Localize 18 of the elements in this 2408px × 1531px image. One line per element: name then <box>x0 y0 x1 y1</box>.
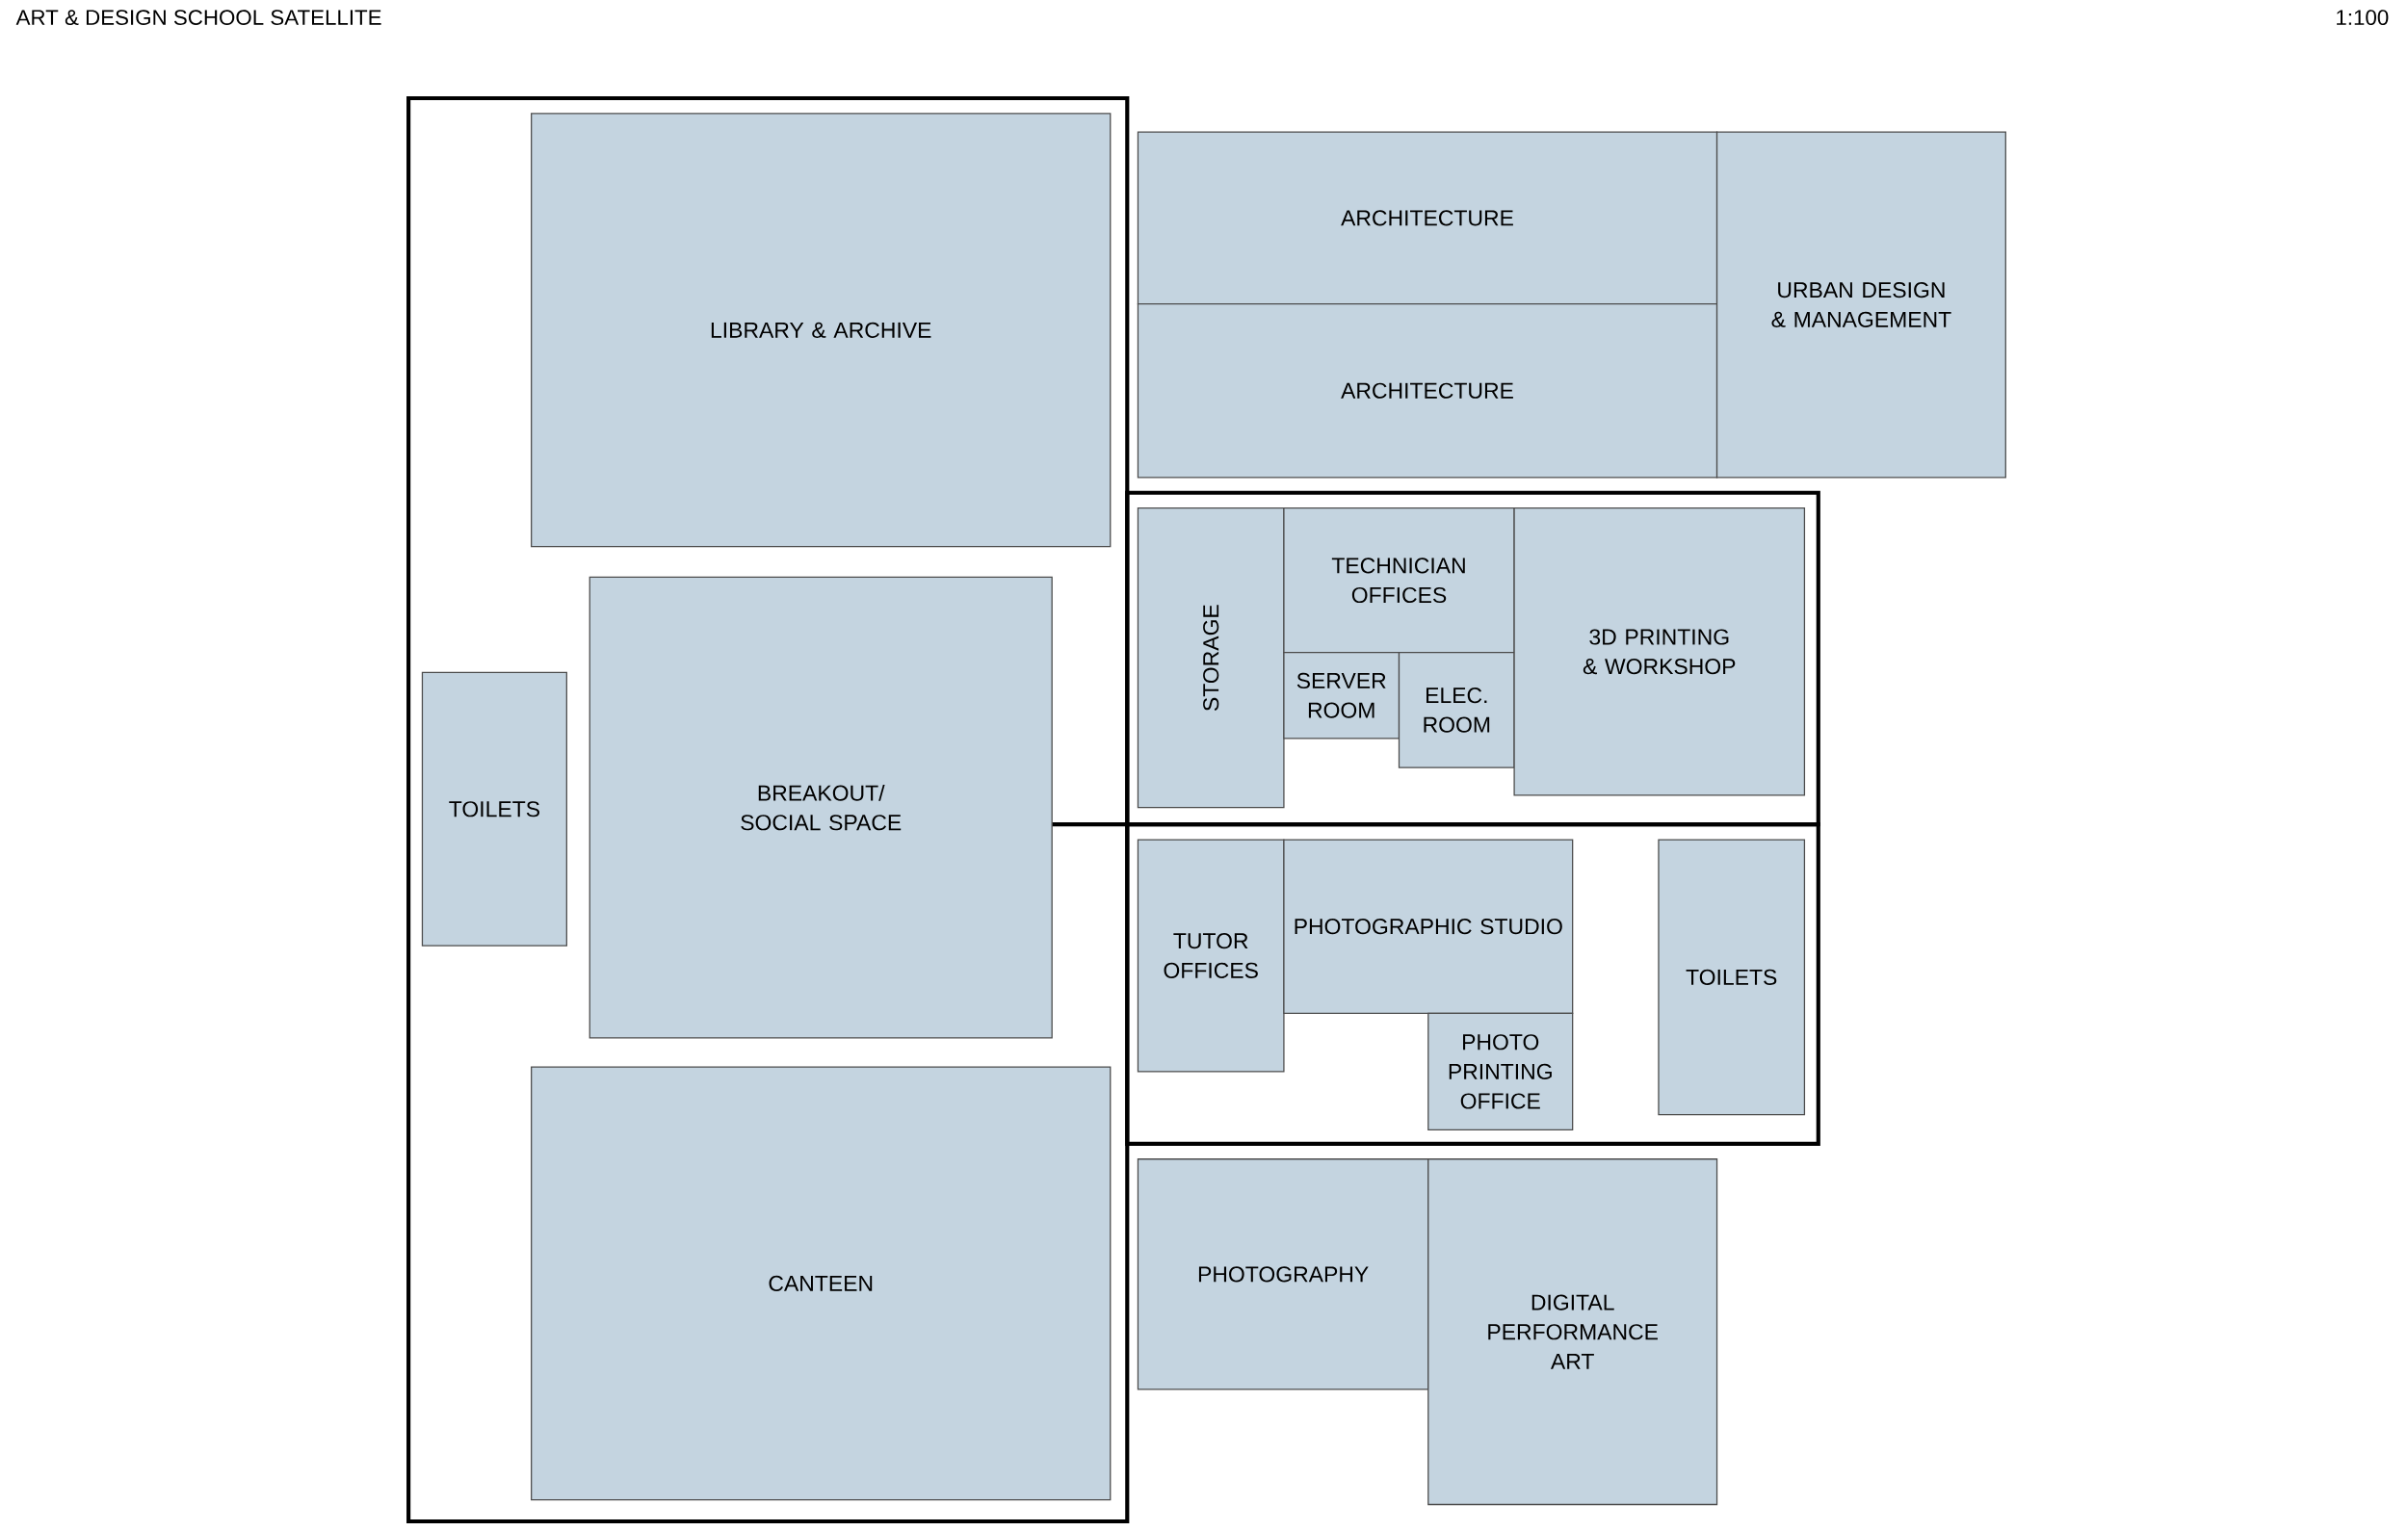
scale-label: 1:100 <box>2337 10 2389 26</box>
room-box: TOILETS <box>421 671 567 947</box>
room-box: ARCHITECTURE <box>1137 131 1718 305</box>
room-box: URBAN DESIGN & MANAGEMENT <box>1715 131 2006 479</box>
room-box: DIGITAL PERFORMANCE ART <box>1427 1158 1718 1506</box>
room-box: TUTOR OFFICES <box>1137 839 1285 1073</box>
title: ART & DESIGN SCHOOL SATELLITE <box>15 10 381 26</box>
room-box: PHOTO PRINTING OFFICE <box>1427 1012 1574 1131</box>
room-box: BREAKOUT/ SOCIAL SPACE <box>589 577 1053 1039</box>
room-box: ARCHITECTURE <box>1137 303 1718 479</box>
room-box: CANTEEN <box>531 1066 1112 1501</box>
room-box: TOILETS <box>1658 839 1806 1116</box>
room-box: SERVER ROOM <box>1283 652 1400 740</box>
room-box: PHOTOGRAPHY <box>1137 1158 1429 1390</box>
room-box: LIBRARY & ARCHIVE <box>531 113 1112 548</box>
room-box: ELEC. ROOM <box>1398 652 1515 768</box>
zone-outline <box>1125 822 1820 1147</box>
zone-outline <box>406 96 1130 1524</box>
